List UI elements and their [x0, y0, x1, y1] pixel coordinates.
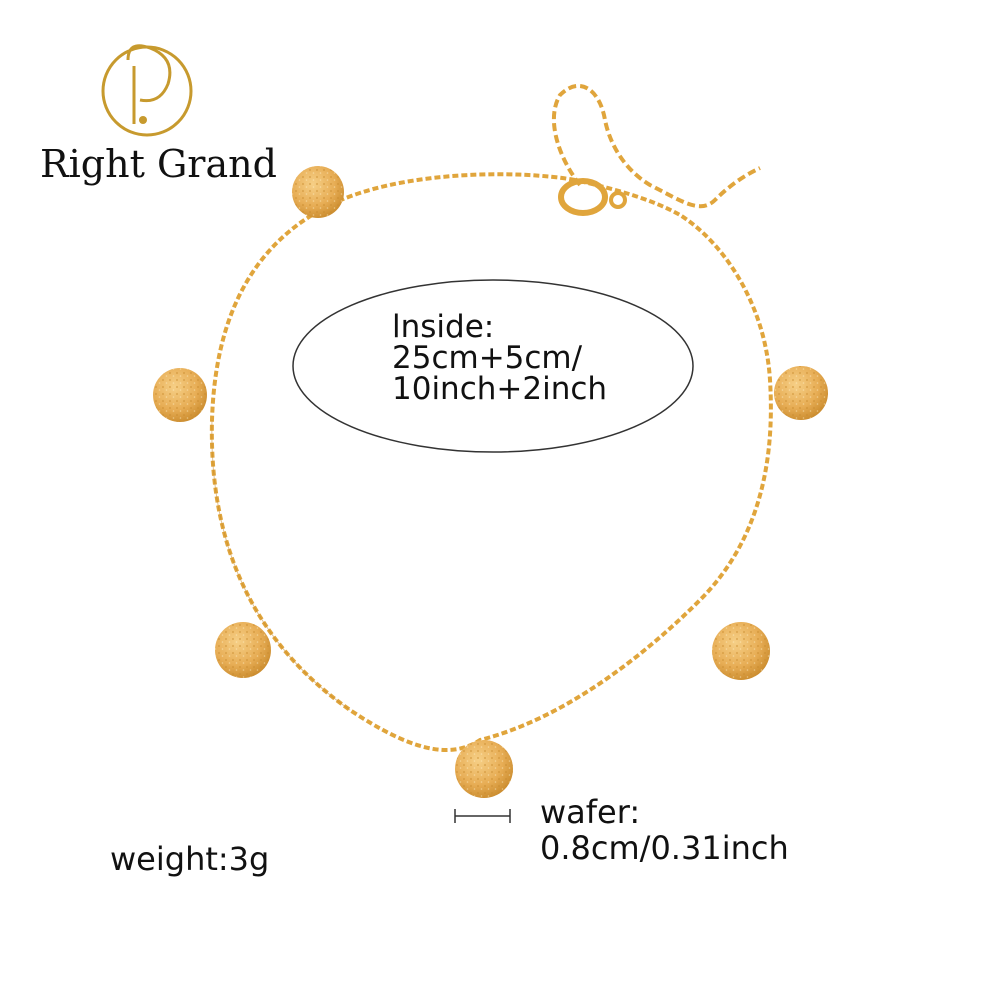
coin-pendant — [292, 166, 344, 218]
inside-size-ellipse — [292, 279, 694, 453]
clasp — [558, 178, 627, 216]
chain — [209, 83, 773, 752]
inside-length-inch: 10inch+2inch — [392, 371, 608, 407]
brand-name-part2: Grand — [156, 142, 277, 186]
wafer-size: 0.8cm/0.31inch — [540, 829, 789, 867]
coin-pendant — [215, 622, 271, 678]
brand-logo-icon — [101, 44, 193, 137]
inside-size-label: lnside: 25cm+5cm/ 10inch+2inch — [392, 312, 607, 405]
wafer-measure-line — [454, 809, 511, 823]
brand-name-part1: Right — [40, 142, 145, 186]
brand-name: Right Grand — [40, 142, 277, 186]
coin-pendant — [774, 366, 828, 420]
inside-title: lnside: — [392, 309, 495, 345]
coin-pendant — [153, 368, 207, 422]
weight-label: weight:3g — [110, 840, 270, 878]
coin-pendant — [455, 740, 513, 798]
wafer-title: wafer: — [540, 793, 641, 831]
inside-length-cm: 25cm+5cm/ — [392, 340, 583, 376]
wafer-size-label: wafer: 0.8cm/0.31inch — [540, 794, 789, 866]
coin-pendant — [712, 622, 770, 680]
